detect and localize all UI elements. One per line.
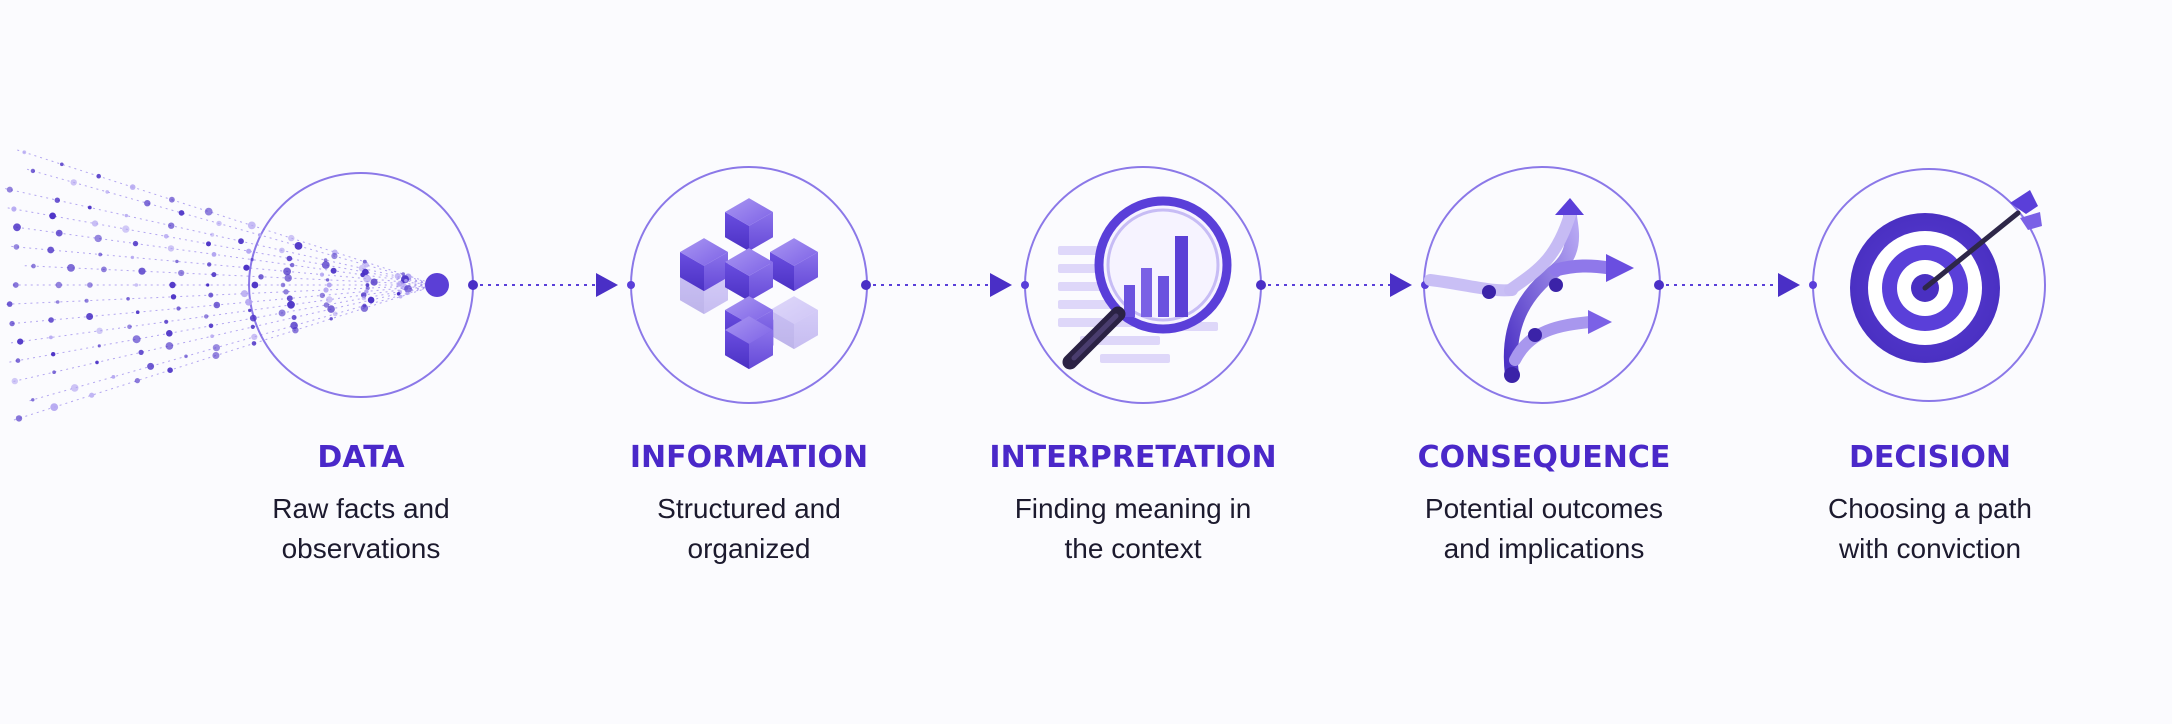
stage-description: Raw facts and observations [191, 489, 531, 569]
stage-title: INTERPRETATION [989, 440, 1277, 475]
description-line: and implications [1443, 533, 1645, 564]
convergence-node [425, 273, 449, 297]
description-line: observations [281, 533, 441, 564]
stage-title: CONSEQUENCE [1417, 440, 1671, 475]
scattered-data-points-icon [5, 149, 438, 422]
connector-4 [1654, 273, 1817, 297]
description-line: with conviction [1838, 533, 2022, 564]
arrowhead-icon [990, 273, 1012, 297]
stage-description: Finding meaning in the context [963, 489, 1303, 569]
stage-title: INFORMATION [629, 440, 869, 475]
connector-1 [468, 273, 635, 297]
stage-information: INFORMATION Structured and organized [579, 440, 919, 569]
description-line: Raw facts and [272, 493, 450, 524]
connector-2 [861, 273, 1029, 297]
stage-description: Potential outcomes and implications [1374, 489, 1714, 569]
stacked-cubes-icon [680, 198, 818, 370]
target-arrow-icon [1850, 190, 2042, 363]
magnifier-bar-chart-icon [1058, 196, 1232, 370]
description-line: Structured and [657, 493, 841, 524]
stage-title: DATA [317, 440, 405, 475]
stage-description: Structured and organized [579, 489, 919, 569]
stage-data: DATA Raw facts and observations [191, 440, 531, 569]
stage-interpretation: INTERPRETATION Finding meaning in the co… [963, 440, 1303, 569]
description-line: the context [1064, 533, 1202, 564]
stage-description: Choosing a path with conviction [1760, 489, 2100, 569]
stage-decision: DECISION Choosing a path with conviction [1760, 440, 2100, 569]
description-line: Potential outcomes [1424, 493, 1664, 524]
stage-consequence: CONSEQUENCE Potential outcomes and impli… [1374, 440, 1714, 569]
stage-title: DECISION [1849, 440, 2011, 475]
connector-3 [1256, 273, 1429, 297]
description-line: organized [687, 533, 811, 564]
arrowhead-icon [596, 273, 618, 297]
branching-arrows-icon [1424, 198, 1634, 383]
description-line: Choosing a path [1828, 493, 2032, 524]
arrowhead-icon [1390, 273, 1412, 297]
arrowhead-icon [1778, 273, 1800, 297]
description-line: Finding meaning in [1014, 493, 1252, 524]
